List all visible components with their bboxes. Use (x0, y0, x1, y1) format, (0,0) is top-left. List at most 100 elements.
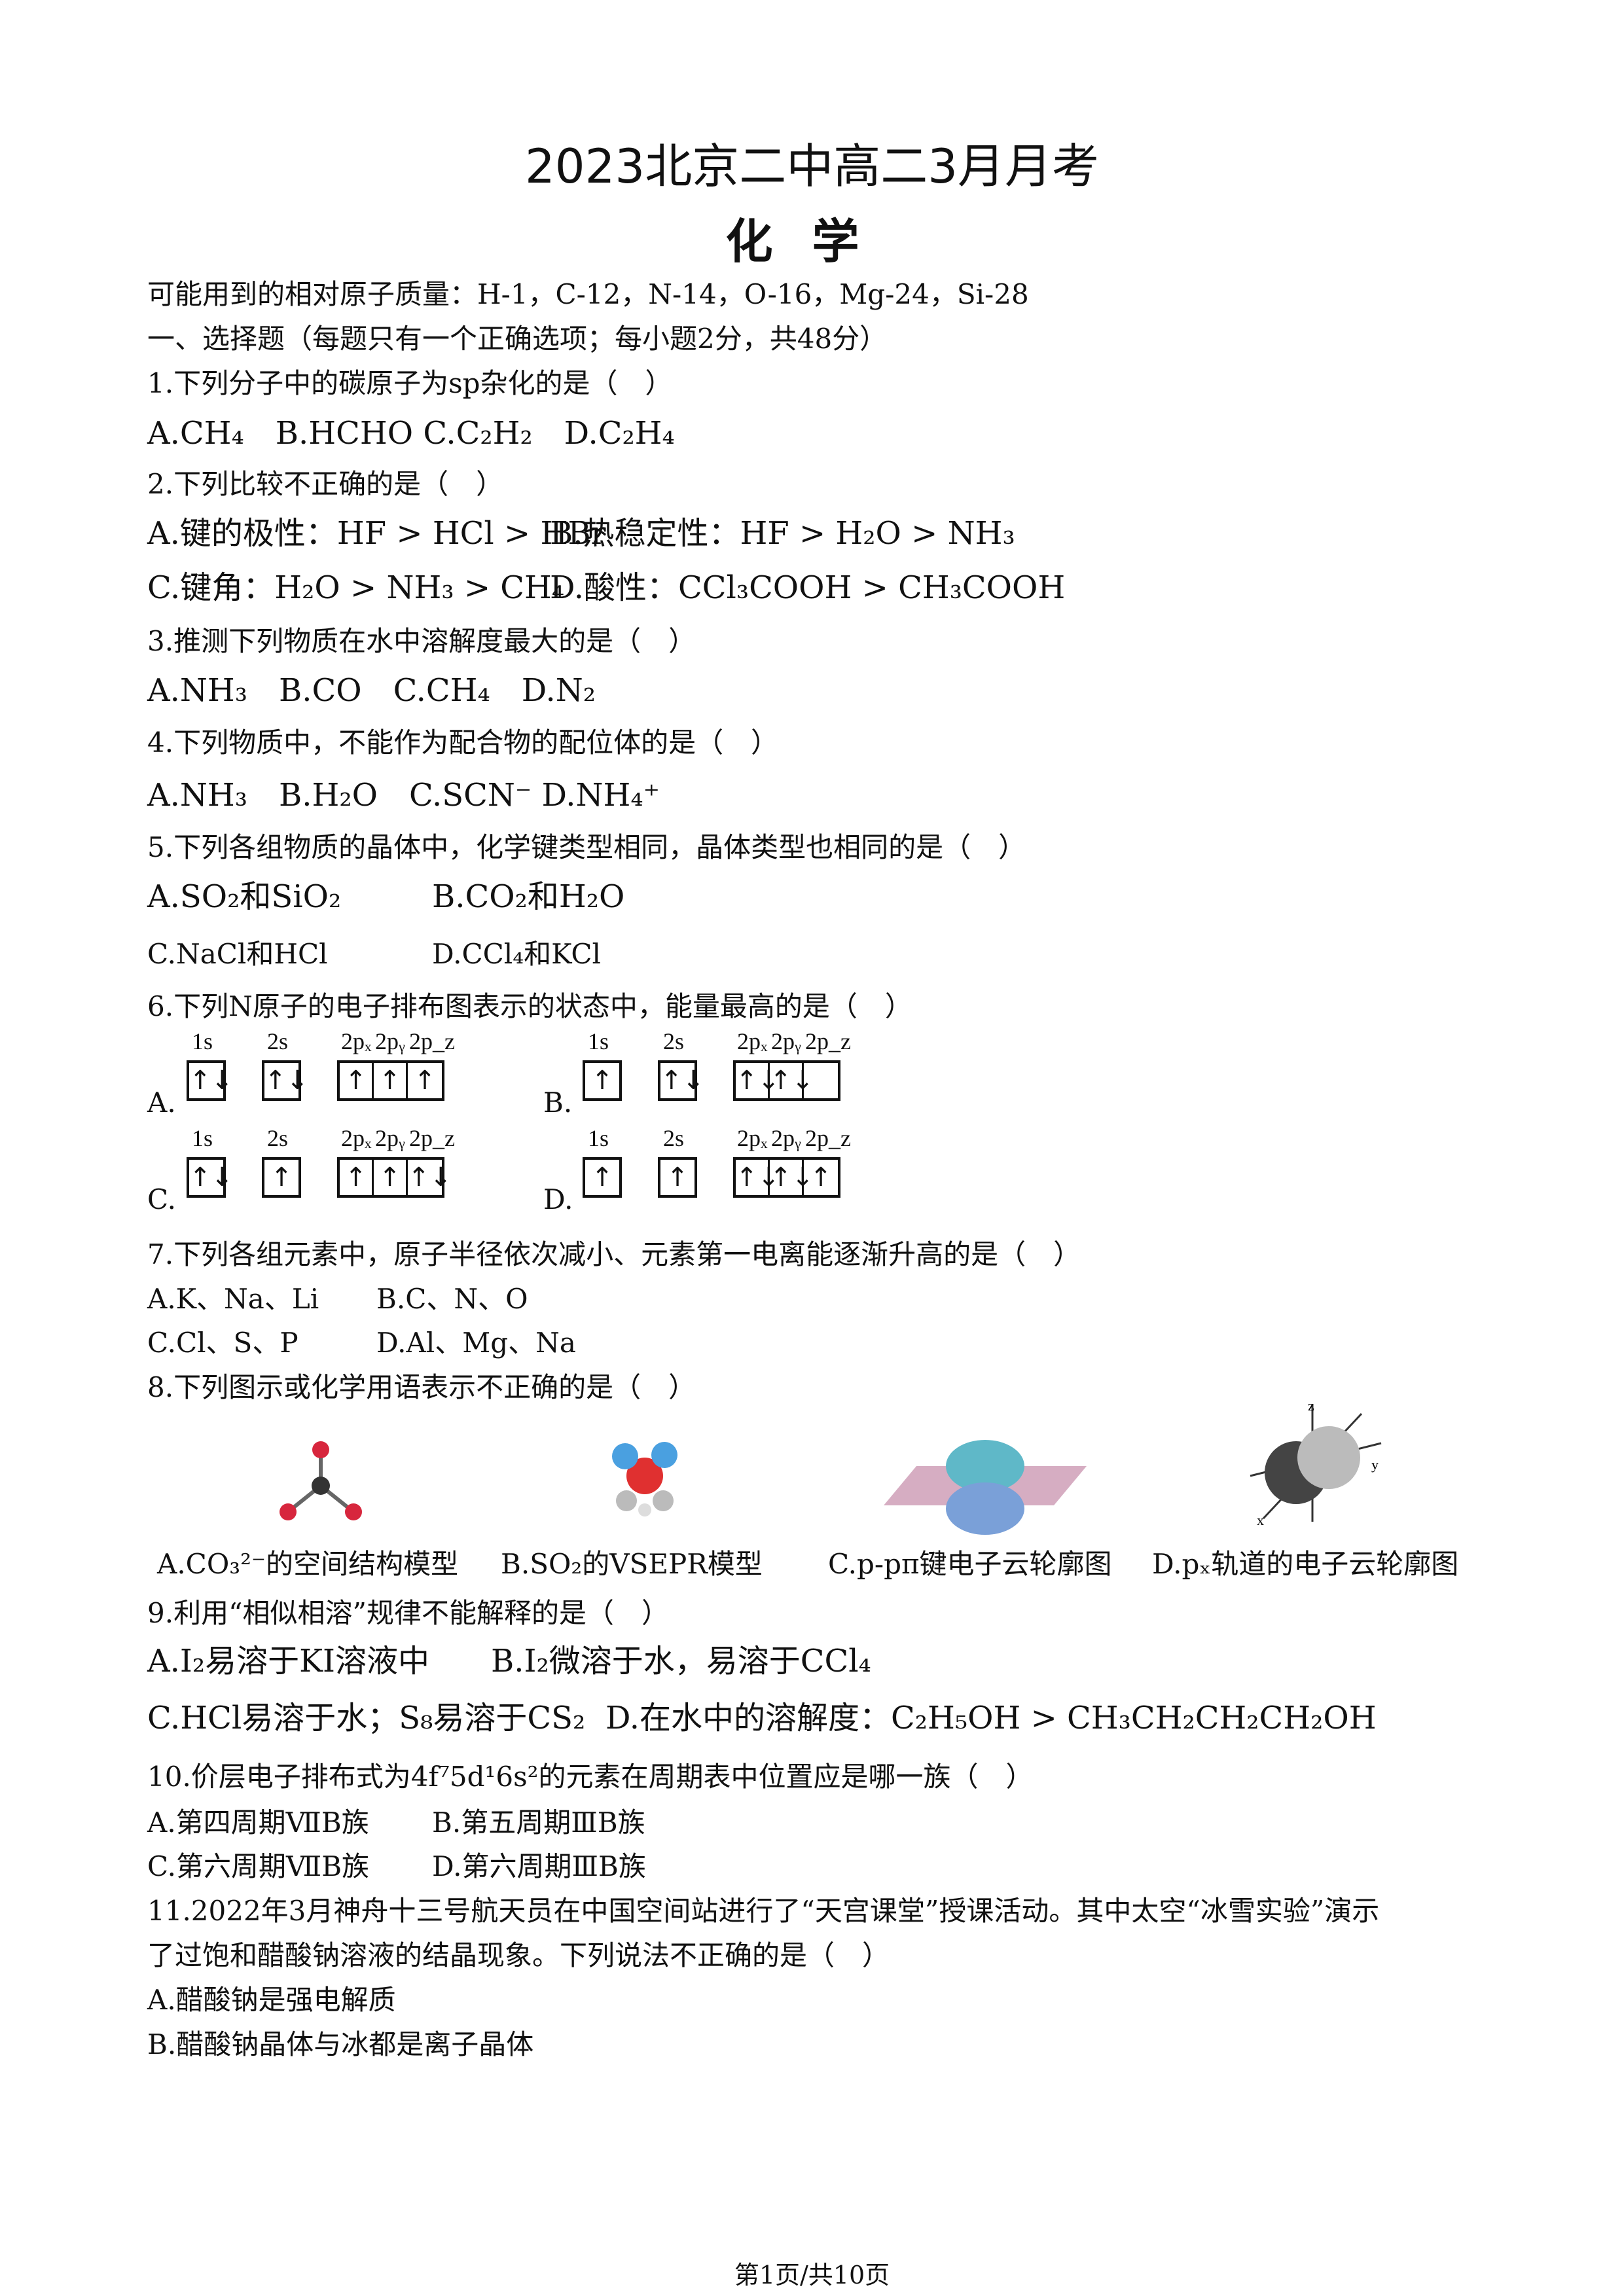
svg-text:x: x (1257, 1512, 1264, 1528)
electron-arrows: ↑ (591, 1066, 613, 1096)
q8-caption-c: C.p-pπ键电子云轮廓图 (828, 1548, 1112, 1580)
electron-arrows: ↑↓ (736, 1063, 780, 1098)
orbital-box: ↑ (658, 1157, 697, 1198)
orbital-label: 2p_z (409, 1028, 455, 1054)
orbital-label: 2s (267, 1125, 289, 1151)
q11-option-b: B.醋酸钠晶体与冰都是离子晶体 (147, 2028, 534, 2060)
q1-stem: 1.下列分子中的碳原子为sp杂化的是（ ） (147, 367, 673, 399)
q6-option-label: D. (543, 1183, 573, 1215)
orbital-box: ↑↓↑↓ (733, 1060, 840, 1101)
q10-option-d: D.第六周期ⅢB族 (432, 1850, 646, 1882)
q3-options: A.NH₃ B.CO C.CH₄ D.N₂ (147, 672, 596, 709)
page-footer: 第1页/共10页 (734, 2261, 890, 2289)
orbital-label: 2pₓ (341, 1028, 372, 1054)
q2-option-b: B.热稳定性：HF > H₂O > NH₃ (550, 515, 1015, 552)
q2-option-a: A.键的极性：HF > HCl > HBr (147, 515, 606, 552)
electron-arrows: ↑↓ (264, 1066, 309, 1096)
q9-option-b: B.I₂微溶于水，易溶于CCl₄ (491, 1643, 871, 1679)
orbital-label: 2p_z (805, 1125, 851, 1151)
orbital-label: 2p_z (805, 1028, 851, 1054)
orbital-label: 2p_z (409, 1125, 455, 1151)
orbital-box: ↑↑↑↓ (337, 1157, 452, 1198)
so2-vsepr-image (612, 1442, 677, 1516)
q5-option-d: D.CCl₄和KCl (432, 938, 601, 970)
electron-arrows (804, 1063, 838, 1098)
q1-options: A.CH₄ B.HCHO C.C₂H₂ D.C₂H₄ (147, 415, 675, 452)
q11-option-a: A.醋酸钠是强电解质 (147, 1984, 396, 2016)
q2-option-d: D.酸性：CCl₃COOH > CH₃COOH (550, 569, 1066, 606)
orbital-label: 2pᵧ (771, 1028, 801, 1054)
q6-option-label: C. (147, 1183, 176, 1215)
orbital-label: 1s (192, 1028, 213, 1054)
px-orbital-cloud-image: z y x (1250, 1397, 1382, 1528)
orbital-label: 2pₓ (341, 1125, 372, 1151)
orbital-box: ↑↑↑ (337, 1060, 444, 1101)
q7-stem: 7.下列各组元素中，原子半径依次减小、元素第一电离能逐渐升高的是（ ） (147, 1238, 1081, 1270)
electron-arrows: ↑ (591, 1162, 613, 1193)
electron-arrows: ↑↓ (189, 1162, 234, 1193)
q6-option-label: A. (147, 1086, 176, 1119)
q3-stem: 3.推测下列物质在水中溶解度最大的是（ ） (147, 625, 696, 657)
orbital-box: ↑ (262, 1157, 301, 1198)
q2-stem: 2.下列比较不正确的是（ ） (147, 468, 504, 500)
atomic-masses: 可能用到的相对原子质量：H-1，C-12，N-14，O-16，Mg-24，Si-… (147, 278, 1029, 310)
electron-arrows: ↑ (414, 1066, 436, 1096)
orbital-box: ↑↓ (187, 1157, 234, 1198)
electron-arrows: ↑ (340, 1063, 374, 1098)
orbital-label: 1s (588, 1125, 609, 1151)
q5-option-c: C.NaCl和HCl (147, 938, 328, 970)
orbital-box: ↑↓ (262, 1060, 309, 1101)
q8-caption-a: A.CO₃²⁻的空间结构模型 (157, 1548, 459, 1580)
electron-arrows: ↑ (374, 1063, 408, 1098)
orbital-label: 2s (663, 1028, 685, 1054)
q11-stem-line2: 了过饱和醋酸钠溶液的结晶现象。下列说法不正确的是（ ） (147, 1939, 890, 1971)
q2-option-c: C.键角：H₂O > NH₃ > CH₄ (147, 569, 565, 606)
co3-model-image (280, 1441, 362, 1520)
q9-option-a: A.I₂易溶于KI溶液中 (147, 1643, 429, 1679)
q8-caption-d: D.pₓ轨道的电子云轮廓图 (1152, 1548, 1459, 1580)
electron-arrows: ↑ (270, 1162, 293, 1193)
orbital-label: 2pₓ (737, 1125, 768, 1151)
electron-arrows: ↑ (340, 1160, 374, 1195)
q6-stem: 6.下列N原子的电子排布图表示的状态中，能量最高的是（ ） (147, 990, 912, 1022)
q5-option-b: B.CO₂和H₂O (432, 878, 625, 915)
q6-option-label: B. (543, 1086, 573, 1119)
electron-arrows: ↑↓ (736, 1160, 780, 1195)
orbital-label: 1s (192, 1125, 213, 1151)
q7-option-b: B.C、N、O (376, 1283, 528, 1315)
subject-title: 化学 (725, 214, 899, 269)
electron-arrows: ↑↓ (660, 1066, 705, 1096)
q5-stem: 5.下列各组物质的晶体中，化学键类型相同，晶体类型也相同的是（ ） (147, 831, 1026, 863)
q5-option-a: A.SO₂和SiO₂ (147, 878, 342, 915)
q9-option-d: D.在水中的溶解度：C₂H₅OH > CH₃CH₂CH₂CH₂OH (605, 1700, 1377, 1736)
page-title: 2023北京二中高二3月月考 (524, 139, 1100, 194)
q10-option-b: B.第五周期ⅢB族 (432, 1806, 645, 1839)
section-title: 一、选择题（每题只有一个正确选项；每小题2分，共48分） (147, 323, 888, 355)
electron-arrows: ↑↓ (770, 1063, 814, 1098)
q9-stem: 9.利用“相似相溶”规律不能解释的是（ ） (147, 1597, 670, 1629)
q7-option-a: A.K、Na、Li (147, 1283, 319, 1315)
orbital-label: 2pᵧ (375, 1125, 405, 1151)
orbital-label: 2s (267, 1028, 289, 1054)
pi-bond-cloud-image (884, 1440, 1087, 1535)
q9-option-c: C.HCl易溶于水；S₈易溶于CS₂ (147, 1700, 586, 1736)
q7-option-c: C.Cl、S、P (147, 1327, 298, 1359)
orbital-box: ↑↓ (658, 1060, 705, 1101)
q4-stem: 4.下列物质中，不能作为配合物的配位体的是（ ） (147, 726, 779, 759)
q8-caption-b: B.SO₂的VSEPR模型 (501, 1548, 763, 1580)
orbital-label: 2pᵧ (771, 1125, 801, 1151)
q4-options: A.NH₃ B.H₂O C.SCN⁻ D.NH₄⁺ (147, 777, 660, 814)
q10-option-c: C.第六周期ⅦB族 (147, 1850, 370, 1882)
electron-arrows: ↑ (810, 1162, 832, 1193)
electron-arrows: ↑↓ (770, 1160, 814, 1195)
orbital-label: 2pᵧ (375, 1028, 405, 1054)
q11-stem-line1: 11.2022年3月神舟十三号航天员在中国空间站进行了“天宫课堂”授课活动。其中… (147, 1895, 1380, 1927)
orbital-box: ↑↓↑↓↑ (733, 1157, 840, 1198)
orbital-label: 2s (663, 1125, 685, 1151)
q7-option-d: D.Al、Mg、Na (376, 1327, 576, 1359)
svg-text:z: z (1308, 1397, 1314, 1414)
orbital-box: ↑↓ (187, 1060, 233, 1101)
orbital-box: ↑ (583, 1157, 622, 1198)
svg-text:y: y (1371, 1456, 1379, 1473)
q8-stem: 8.下列图示或化学用语表示不正确的是（ ） (147, 1371, 696, 1403)
